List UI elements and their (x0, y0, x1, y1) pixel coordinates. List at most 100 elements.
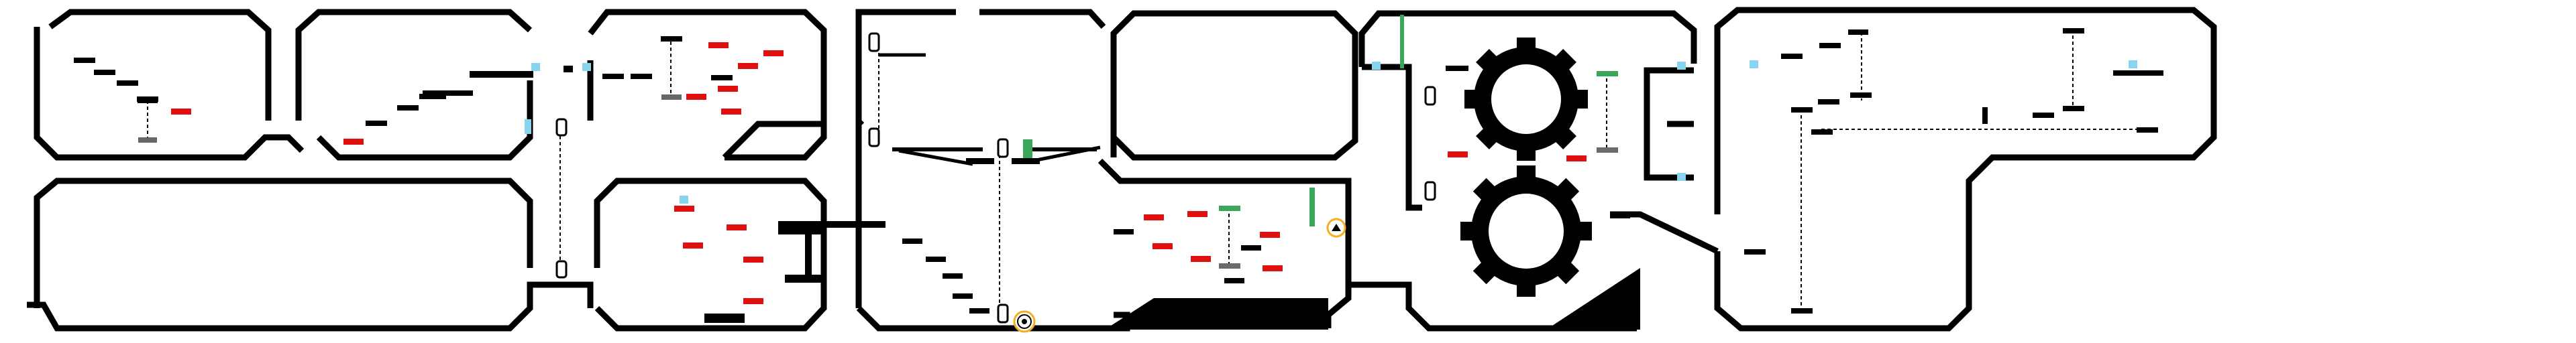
platform (94, 70, 115, 75)
platform (397, 105, 419, 111)
coin[interactable] (1013, 310, 1036, 333)
bridge-bar (778, 221, 885, 228)
moving-platform (966, 149, 1040, 315)
hazard-block (1263, 265, 1283, 271)
room-6-right (1644, 67, 1694, 181)
moving-platform (138, 98, 158, 143)
hazard-block (743, 257, 763, 263)
lever-switch[interactable] (1023, 139, 1032, 158)
room-4-floor (855, 118, 865, 308)
room-9-wall (594, 178, 827, 332)
platform (902, 238, 922, 244)
moving-platforms (138, 28, 2153, 315)
platform (1224, 278, 1244, 283)
shelf-mid (564, 66, 573, 72)
door[interactable] (997, 138, 1009, 158)
water-drop (525, 119, 531, 134)
shelf-top (470, 71, 533, 78)
room-walls (27, 7, 2217, 332)
door[interactable] (997, 303, 1009, 324)
door[interactable] (555, 260, 568, 279)
platform (423, 90, 473, 96)
room-11-side (1610, 211, 1719, 255)
levers (1023, 15, 1618, 269)
door[interactable] (1424, 86, 1436, 106)
rail-1 (898, 149, 973, 166)
platform (1781, 54, 1803, 59)
hazard-block (686, 94, 706, 100)
water-drop (1750, 60, 1758, 68)
slope-block-2 (1546, 268, 1640, 330)
room-4-wall-b (979, 9, 1106, 29)
room-8-wall (34, 178, 533, 308)
room-1-wall (48, 9, 272, 121)
lever-switch[interactable] (1219, 206, 1240, 269)
hazard-block (1191, 256, 1211, 262)
hazards (171, 42, 1587, 304)
moving-platform (1791, 107, 1813, 314)
room-8-floor (27, 281, 594, 332)
platform (926, 257, 946, 262)
room7-stub (1982, 107, 1988, 124)
room-3-wall (588, 9, 827, 161)
platform (1819, 43, 1841, 48)
rope-wall-2 (1023, 147, 1097, 151)
door[interactable] (868, 127, 880, 147)
moving-platform (1848, 29, 1868, 100)
hazard-block (1144, 214, 1164, 220)
platform (1744, 249, 1766, 255)
hazard-block (763, 50, 784, 56)
room-11-wall (1348, 281, 1637, 332)
right-step-1 (1610, 213, 1630, 218)
lever-switch[interactable] (1597, 71, 1618, 153)
platform (2113, 70, 2163, 76)
ledge-block-2 (785, 275, 822, 283)
platform (953, 293, 973, 299)
platform (711, 75, 733, 80)
room-3-inner (722, 121, 822, 160)
platform (631, 74, 652, 79)
water-drops (525, 60, 2137, 204)
platform (1446, 66, 1468, 71)
platform (943, 273, 963, 279)
platform (1114, 229, 1134, 234)
hazard-block (683, 243, 703, 249)
platform (117, 80, 138, 86)
door[interactable] (555, 118, 568, 137)
rope-wall (892, 147, 983, 151)
lever-switch[interactable] (1400, 15, 1404, 68)
lever-switch[interactable] (1309, 188, 1315, 226)
moving-platform (661, 42, 682, 100)
platform (1241, 245, 1261, 251)
room-1-wall-bottom (34, 27, 305, 161)
platform (366, 121, 387, 126)
room-6-wall (1358, 10, 1697, 67)
water-drop (1372, 62, 1381, 70)
room-2-wall-bottom (316, 80, 533, 161)
platform (1811, 129, 1833, 135)
water-drop (680, 196, 688, 204)
room-7-wall (1714, 7, 2217, 332)
moving-platform (2063, 28, 2084, 111)
hazard-block (674, 206, 694, 212)
water-drop (1677, 62, 1686, 70)
room-4-wall (855, 9, 956, 134)
platform (1818, 99, 1839, 105)
pillar-1 (805, 228, 812, 281)
hazard-block (1566, 155, 1587, 161)
coin[interactable] (1326, 218, 1346, 238)
door[interactable] (868, 32, 880, 52)
hazard-block (171, 109, 191, 115)
platforms (74, 36, 2163, 314)
platform (74, 58, 95, 63)
doors (555, 32, 1436, 324)
spiked-gear (1464, 38, 1588, 161)
door[interactable] (1424, 181, 1436, 201)
water-drop (531, 63, 540, 71)
platform (2033, 113, 2054, 118)
room-10-wall (856, 305, 1130, 332)
spiked-gear (1460, 165, 1592, 297)
floor-block (704, 314, 745, 323)
hazard-block (708, 42, 729, 48)
